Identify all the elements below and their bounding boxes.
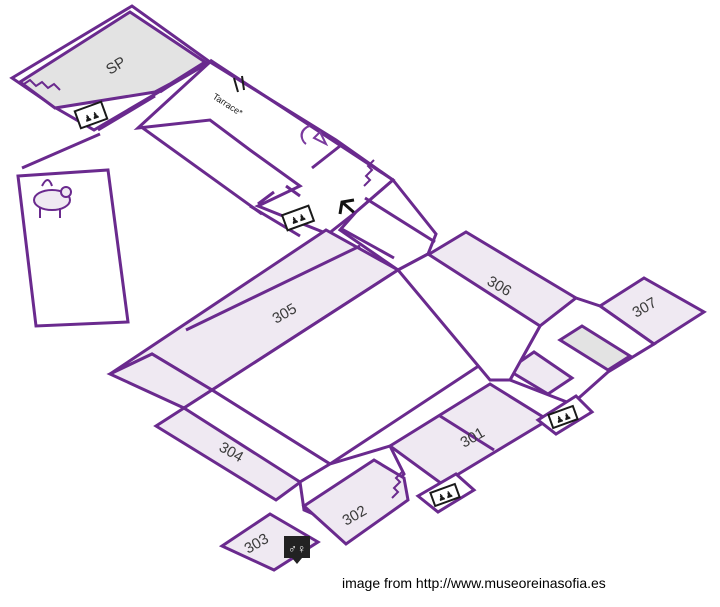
east-room-small <box>505 350 575 396</box>
stairs-icon <box>23 78 61 91</box>
elevator-icon: ♟♟ <box>73 100 109 130</box>
elevator-icon: ♟♟ <box>535 394 595 436</box>
central-hall <box>133 60 396 236</box>
elevator-icon: ♟♟ <box>280 204 316 232</box>
restroom-icon: ♂♀ <box>284 536 310 564</box>
east-grey-zone <box>557 324 633 372</box>
restaurant-icon <box>233 75 245 93</box>
sculpture-area <box>16 168 130 328</box>
corridor-east <box>395 252 542 382</box>
sculpture-icon <box>33 179 72 218</box>
stairs-icon <box>363 159 375 187</box>
audio-guide-icon <box>300 125 329 147</box>
elevator-icon: ♟♟ <box>415 472 477 514</box>
image-credit: image from http://www.museoreinasofia.es <box>342 575 606 591</box>
stairs-icon <box>391 471 403 499</box>
svg-text:♂♀: ♂♀ <box>288 542 306 556</box>
room-302 <box>301 458 410 546</box>
